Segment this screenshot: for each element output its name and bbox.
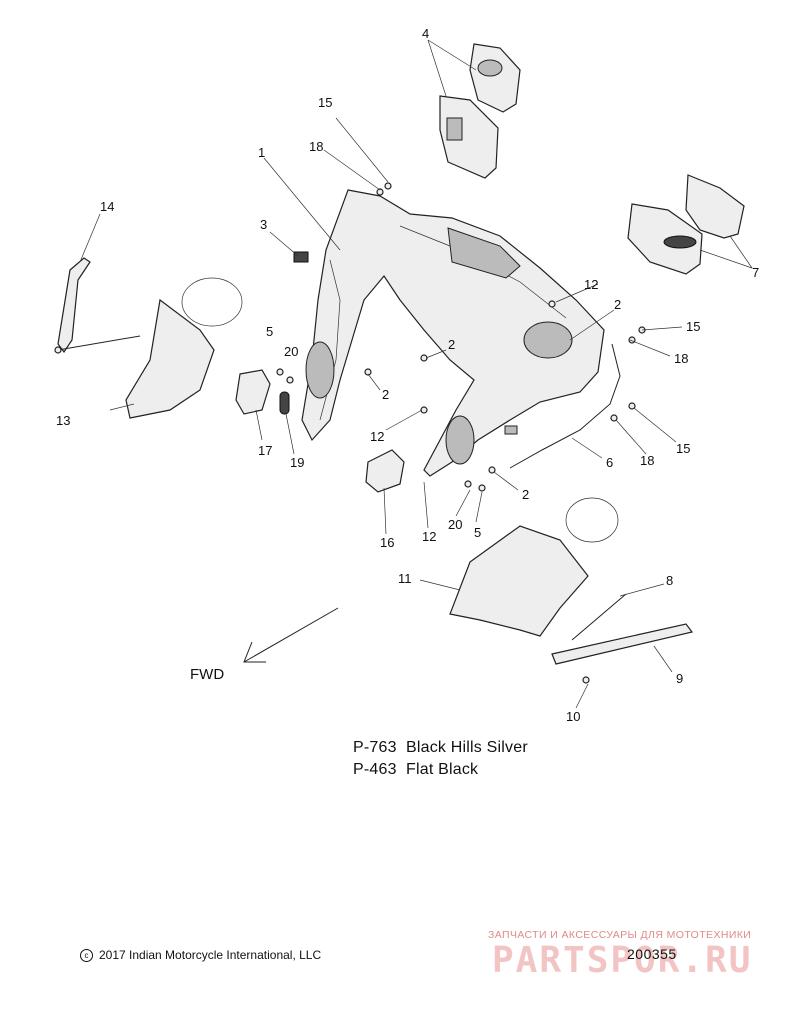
- callout-10: 10: [566, 709, 581, 724]
- paint-code: P-463: [353, 761, 397, 778]
- callout-1: 1: [258, 145, 266, 160]
- callout-12: 12: [584, 277, 599, 292]
- callout-15: 15: [676, 441, 691, 456]
- part-1-inner-fairing: [301, 189, 605, 477]
- callout-2: 2: [614, 297, 622, 312]
- callout-12: 12: [422, 529, 437, 544]
- callout-20: 20: [448, 517, 463, 532]
- callout-9: 9: [676, 671, 684, 686]
- copyright-icon: c: [80, 948, 93, 962]
- callout-19: 19: [290, 455, 305, 470]
- part-19: [279, 391, 290, 415]
- watermark-caption: ЗАПЧАСТИ И АКСЕССУАРЫ ДЛЯ МОТОТЕХНИКИ: [488, 929, 752, 941]
- fasteners: [54, 182, 646, 684]
- paint-code-row: P-763 Black Hills Silver: [353, 738, 528, 758]
- callout-12: 12: [370, 429, 385, 444]
- callout-18: 18: [640, 453, 655, 468]
- callout-18: 18: [309, 139, 324, 154]
- callout-6: 6: [606, 455, 614, 470]
- callout-18: 18: [674, 351, 689, 366]
- callout-8: 8: [666, 573, 674, 588]
- part-7-side-covers: [627, 174, 745, 275]
- part-13-speaker-pod: [125, 277, 243, 419]
- part-9: [551, 623, 694, 665]
- callout-5: 5: [266, 324, 274, 339]
- callout-14: 14: [100, 199, 115, 214]
- callout-16: 16: [380, 535, 395, 550]
- callout-2: 2: [448, 337, 456, 352]
- part-4-trim-covers: [439, 43, 521, 179]
- part-11-speaker-pod: [449, 497, 619, 637]
- callout-13: 13: [56, 413, 71, 428]
- fwd-arrow: [243, 607, 339, 663]
- callout-7: 7: [752, 265, 760, 280]
- part-14-bracket: [57, 257, 141, 354]
- callout-15: 15: [686, 319, 701, 334]
- part-17: [235, 369, 271, 415]
- fwd-label: FWD: [190, 666, 225, 683]
- part-3: [293, 251, 309, 263]
- callout-3: 3: [260, 217, 268, 232]
- callout-15: 15: [318, 95, 333, 110]
- part-6-weatherstrip: [509, 343, 621, 469]
- paint-name: Flat Black: [406, 761, 479, 778]
- paint-name: Black Hills Silver: [406, 739, 528, 756]
- figure-number: 200355: [627, 946, 677, 962]
- paint-code: P-763: [353, 739, 397, 756]
- callout-11: 11: [398, 571, 412, 586]
- copyright-line: c 2017 Indian Motorcycle International, …: [80, 948, 321, 962]
- part-16: [365, 449, 405, 493]
- copyright-text: 2017 Indian Motorcycle International, LL…: [99, 948, 322, 962]
- callout-2: 2: [522, 487, 530, 502]
- callout-5: 5: [474, 525, 482, 540]
- callout-20: 20: [284, 344, 299, 359]
- callout-17: 17: [258, 443, 273, 458]
- callout-2: 2: [382, 387, 390, 402]
- part-8: [571, 593, 627, 641]
- watermark-logo: PARTSPOR.RU: [492, 940, 753, 981]
- callout-4: 4: [422, 26, 430, 41]
- leader-lines: [79, 39, 753, 709]
- paint-code-row: P-463 Flat Black: [353, 760, 478, 780]
